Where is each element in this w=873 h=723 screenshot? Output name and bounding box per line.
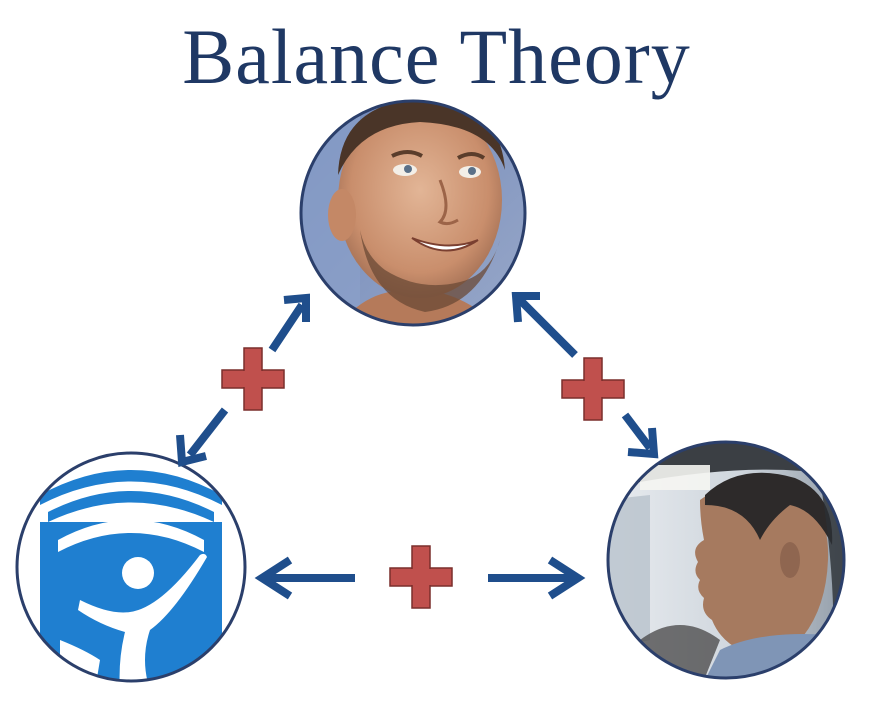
plus-sign-bottom — [389, 545, 453, 609]
arrow-top-right — [511, 292, 659, 459]
relations — [176, 292, 659, 600]
plus-sign-top-right — [561, 357, 625, 421]
man-in-car-photo-icon — [608, 442, 844, 678]
organization-logo-icon — [17, 453, 245, 681]
node-left — [15, 451, 247, 683]
page-title: Balance Theory — [182, 13, 691, 100]
node-top — [299, 99, 527, 327]
arrow-bottom — [254, 556, 586, 600]
smiling-man-photo-icon — [301, 101, 525, 325]
node-right — [606, 440, 846, 680]
arrow-top-left — [176, 293, 310, 468]
plus-sign-top-left — [221, 347, 285, 411]
